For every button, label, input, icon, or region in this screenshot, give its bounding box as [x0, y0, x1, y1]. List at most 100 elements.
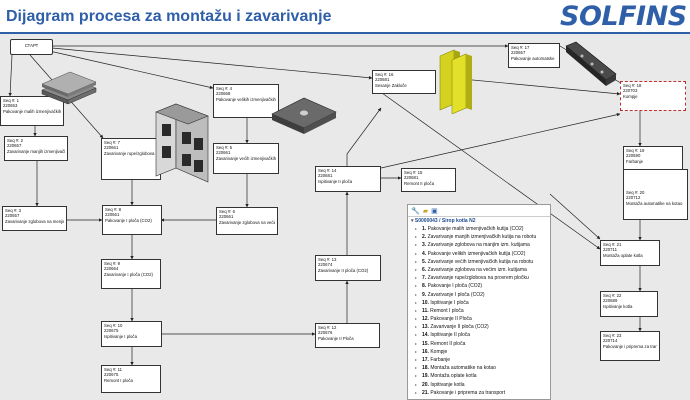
- node-seq-8[interactable]: Seq #: 8 220661 Pakovanje I ploča (CO2): [102, 205, 162, 235]
- chevron-right-icon[interactable]: ▸: [415, 324, 418, 330]
- operations-tree-panel[interactable]: 🔧 ▰ ▣ ▾ S0000043 / Sirop kotla N2 ▸ 1. Pa…: [407, 204, 551, 400]
- chevron-right-icon[interactable]: ▸: [415, 226, 418, 231]
- chevron-right-icon[interactable]: ▸: [415, 381, 418, 387]
- node-seq-3-code: 220657: [5, 213, 20, 219]
- chevron-right-icon[interactable]: ▸: [415, 291, 418, 297]
- tree-item[interactable]: ▸ 10. Ispitivanje I ploča: [408, 299, 550, 307]
- tree-item[interactable]: ▸15. Remont II ploča: [408, 340, 550, 348]
- node-seq-6[interactable]: Seq #: 6 220661 Zavarivanje zglobova na …: [216, 207, 278, 235]
- tree-item[interactable]: ▸8. Pakovanje I ploča (CO2): [408, 282, 550, 290]
- node-seq-7[interactable]: Seq #: 7 220661 Zavarivanje rupe/zglobov…: [101, 138, 161, 180]
- tree-item[interactable]: ▸16. Kompje: [408, 348, 550, 356]
- tree-item-label: Ispitivanje I ploča: [430, 299, 469, 306]
- chevron-right-icon[interactable]: ▸: [415, 389, 418, 395]
- tree-item[interactable]: ▸9. Zavarivanje I ploča (CO2): [408, 291, 550, 299]
- tree-item[interactable]: ▸5. Zavarivanje većih izmenjivačkih kuti…: [408, 258, 550, 266]
- node-seq-19-number: Seq #: 19: [626, 148, 645, 153]
- tree-item[interactable]: ▸12. Pakovanje II Ploča: [408, 315, 550, 323]
- edge-14-18: [380, 112, 621, 169]
- node-seq-13-code: 220674: [318, 262, 333, 268]
- node-seq-2[interactable]: Seq #: 2 220657 Zavarivanje manjih izmen…: [4, 136, 68, 161]
- tree-item[interactable]: ▸ 21. Pakovanje i priprema za transport: [408, 389, 550, 397]
- node-seq-21-code: 220711: [603, 247, 618, 253]
- diagram-canvas[interactable]: СТАРТ Seq #: 1 220653 Pakovanje malih iz…: [0, 34, 690, 400]
- chevron-right-icon[interactable]: ▸: [415, 316, 418, 322]
- tree-item-label: Zavarivanje zglobova na manjim izm. kuti…: [427, 242, 530, 249]
- tree-item-number: 1.: [422, 226, 427, 232]
- tree-item[interactable]: ▸17. Farbanje: [408, 356, 550, 364]
- node-seq-17[interactable]: Seq #: 17 220657 Pakovanje automatske: [508, 43, 560, 68]
- node-start[interactable]: СТАРТ: [10, 39, 53, 55]
- tree-item[interactable]: ▸6. Zavarivanje zglobova na većim izm. k…: [408, 266, 550, 274]
- node-seq-16[interactable]: Seq #: 16 220681 Sesanje Zakloče: [372, 70, 436, 94]
- node-seq-5[interactable]: Seq #: 5 220661 Zavarivanje većih izmenj…: [213, 143, 279, 174]
- tree-item-label: Pakovanje i priprema za transport: [430, 389, 506, 396]
- tree-root[interactable]: ▾ S0000043 / Sirop kotla N2: [408, 217, 550, 225]
- node-seq-15[interactable]: Seq #: 15 220681 Remont II ploča: [401, 168, 456, 192]
- node-seq-12-code: 220676: [318, 330, 333, 336]
- chevron-right-icon[interactable]: ▸: [415, 242, 418, 248]
- chevron-right-icon[interactable]: ▸: [415, 348, 418, 354]
- node-seq-14-text: Ispitivanje II ploča: [318, 178, 353, 184]
- tree-item-label: Remont II ploča: [430, 340, 466, 347]
- tree-item-number: 12.: [422, 316, 429, 323]
- tree-item-number: 11.: [422, 307, 429, 314]
- page-title: Dijagram procesa za montažu i zavarivanj…: [6, 8, 332, 25]
- tree-item-number: 19.: [422, 373, 429, 380]
- tree-item[interactable]: ▸2. Zavarivanje manjih izmenjivačkih kut…: [408, 233, 550, 241]
- node-seq-12[interactable]: Seq #: 12 220676 Pakovanje II Ploča: [315, 323, 380, 348]
- chevron-right-icon[interactable]: ▸: [415, 307, 418, 313]
- wrench-icon[interactable]: 🔧: [411, 207, 420, 215]
- chevron-right-icon[interactable]: ▸: [415, 266, 418, 272]
- tree-item[interactable]: ▸14. Ispitivanje II ploča: [408, 331, 550, 339]
- node-seq-13-text: Zavarivanje II ploča (CO2): [318, 267, 369, 273]
- node-seq-23[interactable]: Seq #: 23 220714 Pakovanje i priprema za…: [600, 331, 660, 361]
- node-seq-14[interactable]: Seq #: 14 220681 Ispitivanje II ploča: [315, 166, 381, 192]
- node-seq-1-number: Seq #: 1: [3, 98, 20, 103]
- node-seq-7-number: Seq #: 7: [104, 140, 121, 145]
- chevron-right-icon[interactable]: ▸: [415, 365, 418, 371]
- node-seq-10[interactable]: Seq #: 10 220675 Ispitivanje I ploča: [101, 321, 162, 347]
- folder-icon[interactable]: ▰: [422, 207, 429, 215]
- node-seq-3[interactable]: Seq #: 3 220657 Zavarivanje zglobova na …: [2, 206, 67, 231]
- tree-item[interactable]: ▸ 11. Remont I ploča: [408, 307, 550, 315]
- node-seq-13[interactable]: Seq #: 13 220674 Zavarivanje II ploča (C…: [315, 255, 381, 281]
- chevron-right-icon[interactable]: ▸: [415, 283, 418, 289]
- tree-item-label: Ispitivanje II ploča: [430, 332, 471, 339]
- node-seq-9[interactable]: Seq #: 9 220664 Zavarivanje I ploča (CO2…: [101, 259, 161, 289]
- chevron-right-icon[interactable]: ▸: [415, 299, 418, 305]
- save-icon[interactable]: ▣: [431, 207, 438, 215]
- node-seq-21[interactable]: Seq #: 21 220711 Montaža oplate kotla: [600, 240, 660, 266]
- node-seq-20[interactable]: Seq #: 20 220712 Montaža automatike na k…: [623, 169, 688, 220]
- chevron-right-icon[interactable]: ▸: [415, 258, 418, 264]
- tree-item-number: 10.: [422, 299, 429, 306]
- tree-item-number: 21.: [422, 389, 429, 396]
- chevron-down-icon[interactable]: ▾: [411, 218, 415, 224]
- chevron-right-icon[interactable]: ▸: [415, 340, 418, 346]
- tree-item[interactable]: ▸19. Montaža oplate kotla: [408, 372, 550, 380]
- node-seq-23-text: Pakovanje i priprema za transport: [603, 343, 657, 349]
- chevron-right-icon[interactable]: ▸: [415, 357, 418, 362]
- tree-item[interactable]: ▸4. Pakovanje velikih izmenjivačkih kuti…: [408, 250, 550, 258]
- chevron-right-icon[interactable]: ▸: [415, 332, 418, 338]
- chevron-right-icon[interactable]: ▸: [415, 275, 418, 281]
- tree-item[interactable]: ▸1. Pakovanje malih izmenjivačkih kutija…: [408, 225, 550, 233]
- chevron-right-icon[interactable]: ▸: [415, 234, 418, 240]
- chevron-right-icon[interactable]: ▸: [415, 373, 418, 379]
- node-seq-2-number: Seq #: 2: [7, 138, 24, 143]
- node-seq-18[interactable]: Seq #: 18 220703 Kompje: [620, 81, 686, 111]
- node-seq-22[interactable]: Seq #: 22 220689 Ispitivanje kotla: [600, 291, 658, 317]
- tree-item-label: Remont I ploča: [430, 307, 464, 314]
- tree-item[interactable]: ▸18. Montaža automatike na kotao: [408, 364, 550, 372]
- tree-item-number: 5.: [422, 258, 427, 265]
- node-seq-11[interactable]: Seq #: 11 220675 Remont I ploča: [101, 365, 161, 393]
- node-seq-8-code: 220661: [105, 212, 120, 218]
- tree-item[interactable]: ▸7. Zavarivanje rupe/zglobova na provrem…: [408, 274, 550, 282]
- node-seq-4[interactable]: Seq #: 4 220668 Pakovanje velikih izmenj…: [213, 84, 279, 118]
- tree-item[interactable]: ▸3. Zavarivanje zglobova na manjim izm. …: [408, 241, 550, 249]
- node-seq-1[interactable]: Seq #: 1 220653 Pakovanje malih izmenjiv…: [0, 96, 64, 126]
- chevron-right-icon[interactable]: ▸: [415, 250, 418, 256]
- tree-item[interactable]: ▸20. Ispitivanje kotla: [408, 381, 550, 389]
- node-seq-15-code: 220681: [404, 175, 419, 181]
- tree-item[interactable]: ▸13. Zavarivanje II ploča (CO2): [408, 323, 550, 331]
